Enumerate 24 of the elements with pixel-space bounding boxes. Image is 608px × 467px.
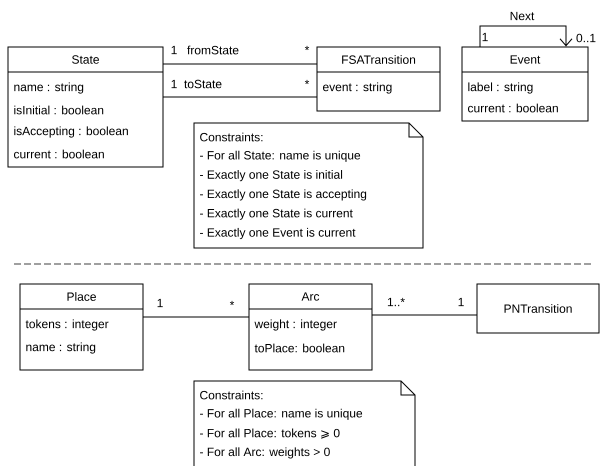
multiplicity-label: *	[230, 300, 234, 306]
multiplicity-label: 0..1	[576, 34, 596, 42]
edge-label: Next	[508, 10, 536, 22]
class-box: Arc weight : integer toPlace: boolean	[248, 284, 372, 370]
multiplicity-label: *	[304, 46, 310, 50]
class-box: Event label : string current : boolean	[462, 46, 588, 122]
association-line	[480, 26, 572, 47]
class-box: PNTransition	[476, 284, 600, 334]
multiplicity-label: 1	[458, 298, 464, 306]
edge-label: fromState	[186, 44, 240, 56]
association-line	[163, 96, 317, 98]
note-box: Constraints: - For all Place: name is unique - For all Place: tokens ⩾ 0 - For all Arc: weights > 0	[194, 380, 416, 466]
association-line	[372, 314, 477, 316]
association-line	[143, 316, 249, 318]
class-box: State name : string isInitial : boolean isAccepting : boolean current : boolean	[8, 46, 164, 168]
multiplicity-label: 1	[172, 46, 177, 54]
multiplicity-label: 1..*	[388, 298, 405, 306]
class-box: FSATransition event : string	[316, 46, 440, 112]
edge-label: toState	[183, 78, 224, 90]
multiplicity-label: 1	[158, 298, 163, 308]
multiplicity-label: 1	[172, 80, 177, 88]
note-box: Constraints: - For all State: name is unique - Exactly one State is initial - Exactly one State is accepting - Exactly one State is current - Exactly one Event is current	[194, 122, 424, 248]
class-box: Place tokens : integer name : string	[20, 284, 144, 370]
multiplicity-label: 1	[482, 32, 488, 42]
